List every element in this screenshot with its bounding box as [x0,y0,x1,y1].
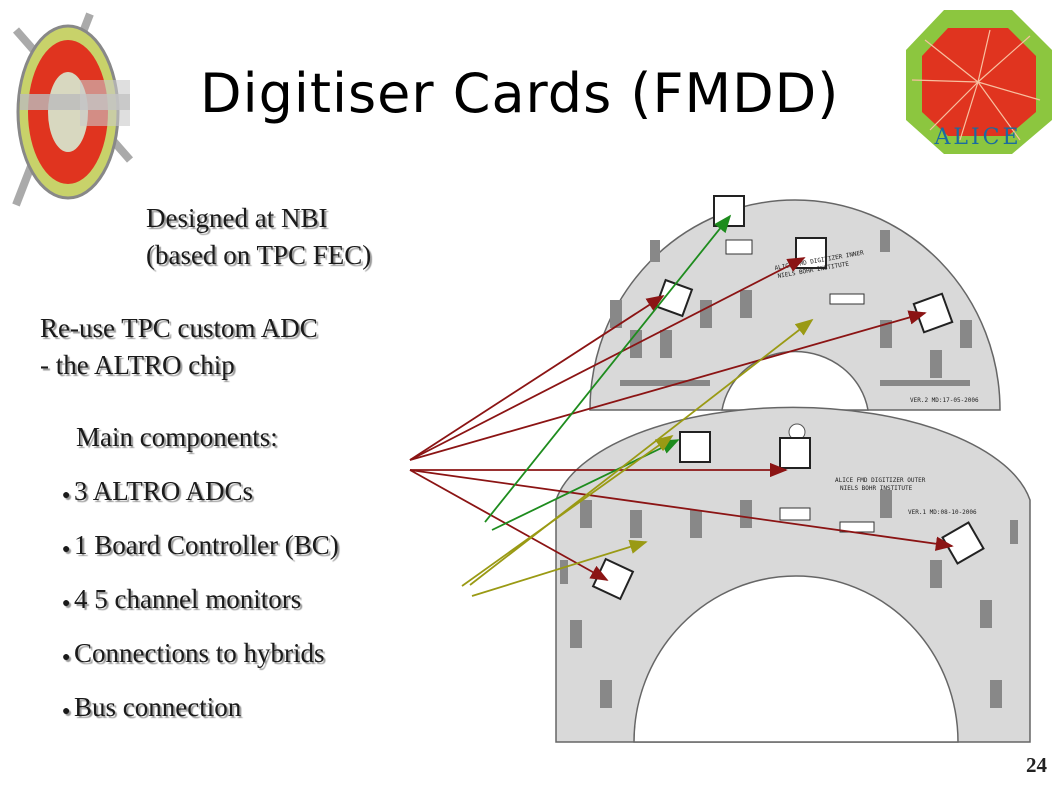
alice-logo: ALICE [906,10,1052,154]
component-label: 4 5 channel monitors [74,584,302,614]
altro-reuse-note: Re-use TPC custom ADC - the ALTRO chip [40,310,318,384]
list-item: ● Connections to hybrids [62,635,339,689]
component-label: 3 ALTRO ADCs [74,476,254,506]
outer-digitizer-board: ALICE FMD DIGITIZER OUTER NIELS BOHR INS… [555,406,1031,743]
bullet-icon: ● [62,542,71,557]
inner-digitizer-board: ALICE FMD DIGITIZER INNER NIELS BOHR INS… [589,195,1001,411]
channel-monitor-arrows [461,318,814,597]
detector-icon [12,12,134,207]
altro-adc-arrows [409,257,954,581]
page-number: 24 [1026,753,1047,777]
bullet-icon: ● [62,488,71,503]
altro-note-line-2: - the ALTRO chip [40,350,235,380]
svg-text:VER.2 MD:17-05-2006: VER.2 MD:17-05-2006 [910,397,979,404]
board-controller-arrows [484,214,732,531]
svg-text:NIELS BOHR INSTITUTE: NIELS BOHR INSTITUTE [840,485,913,492]
bullet-icon: ● [62,704,71,719]
component-label: Bus connection [74,692,242,722]
bullet-icon: ● [62,596,71,611]
svg-text:VER.1 MD:08-10-2006: VER.1 MD:08-10-2006 [908,509,977,516]
alice-logo-text: ALICE [933,125,1021,150]
components-heading: Main components: [76,422,278,452]
nbi-design-note: Designed at NBI (based on TPC FEC) [146,200,371,274]
bullet-icon: ● [62,650,71,665]
page-title: Digitiser Cards (FMDD) [200,62,840,125]
nbi-note-line-1: Designed at NBI [146,203,328,233]
altro-note-line-1: Re-use TPC custom ADC [40,313,318,343]
list-item: ● Bus connection [62,689,339,743]
list-item: ● 4 5 channel monitors [62,581,339,635]
main-components-list: Main components: ● 3 ALTRO ADCs ● 1 Boar… [62,419,339,743]
component-label: 1 Board Controller (BC) [74,530,339,560]
svg-text:ALICE FMD DIGITIZER OUTER: ALICE FMD DIGITIZER OUTER [835,477,926,484]
nbi-note-line-2: (based on TPC FEC) [146,240,372,270]
list-item: ● 3 ALTRO ADCs [62,473,339,527]
component-label: Connections to hybrids [74,638,325,668]
list-item: ● 1 Board Controller (BC) [62,527,339,581]
